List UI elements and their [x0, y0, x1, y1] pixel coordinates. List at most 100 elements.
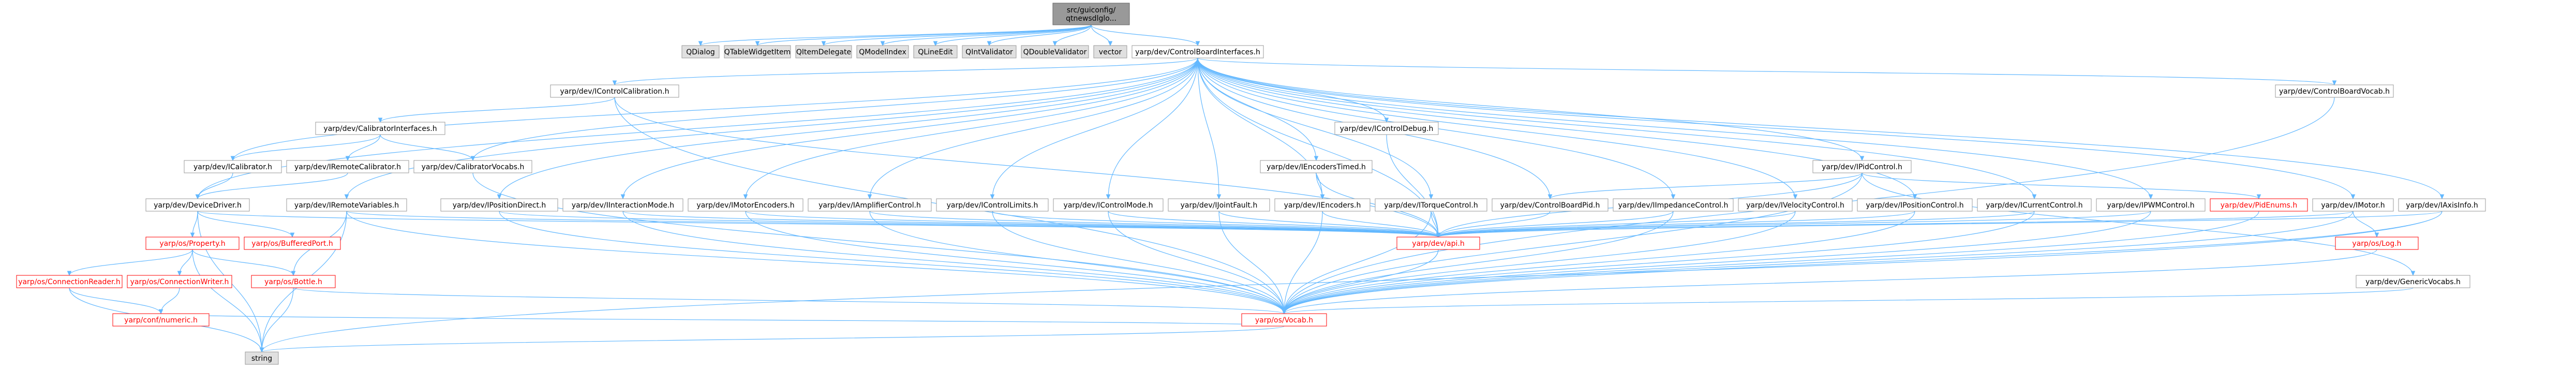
edge-cbpid-to-api [1438, 211, 1551, 237]
edge-ictrllimits-to-api [992, 211, 1438, 237]
node-cbi[interactable]: yarp/dev/ControlBoardInterfaces.h [1131, 45, 1264, 58]
edge-icurrent-to-api [1438, 211, 2035, 237]
edge-root-to-qitemdelegate [824, 24, 1092, 46]
node-box [2275, 84, 2394, 98]
node-vector[interactable]: vector [1093, 45, 1127, 58]
node-box [724, 45, 791, 58]
node-qmodelindex[interactable]: QModelIndex [856, 45, 909, 58]
node-log[interactable]: yarp/os/Log.h [2335, 237, 2419, 250]
node-ictrllimits[interactable]: yarp/dev/IControlLimits.h [936, 198, 1049, 212]
node-icaldebug[interactable]: yarp/dev/IControlDebug.h [1334, 122, 1439, 135]
node-ictrlmode[interactable]: yarp/dev/IControlMode.h [1053, 198, 1164, 212]
node-ijointfault[interactable]: yarp/dev/IJointFault.h [1168, 198, 1270, 212]
edge-cbi-to-itorque [1197, 57, 1431, 199]
node-label: yarp/dev/IInteractionMode.h [572, 201, 674, 210]
node-iposition[interactable]: yarp/dev/IPositionControl.h [1857, 198, 1973, 212]
edge-iimpedance-to-vocab [1284, 211, 1674, 314]
node-label: yarp/dev/IPositionControl.h [1866, 201, 1963, 210]
node-bufferedport[interactable]: yarp/os/BufferedPort.h [244, 237, 341, 250]
edge-icaldebug-to-api [1386, 134, 1438, 237]
node-ipwm[interactable]: yarp/dev/IPWMControl.h [2096, 198, 2206, 212]
node-label: yarp/dev/ControlBoardVocab.h [2279, 87, 2390, 96]
node-cbpid[interactable]: yarp/dev/ControlBoardPid.h [1492, 198, 1609, 212]
node-cbvocab[interactable]: yarp/dev/ControlBoardVocab.h [2275, 84, 2394, 98]
edge-property-to-bottle [192, 249, 293, 275]
node-iinteraction[interactable]: yarp/dev/IInteractionMode.h [562, 198, 683, 212]
node-label: yarp/dev/IControlMode.h [1064, 201, 1153, 210]
node-label: yarp/conf/numeric.h [124, 316, 198, 325]
node-itorque[interactable]: yarp/dev/ITorqueControl.h [1375, 198, 1487, 212]
node-label: yarp/dev/ControlBoardInterfaces.h [1135, 48, 1260, 56]
node-iencoders[interactable]: yarp/dev/IEncoders.h [1274, 198, 1371, 212]
node-icurrent[interactable]: yarp/dev/ICurrentControl.h [1977, 198, 2092, 212]
node-qitemdelegate[interactable]: QItemDelegate [795, 45, 852, 58]
edge-cbi-to-ccal [615, 57, 1198, 85]
node-imotor[interactable]: yarp/dev/IMotor.h [2312, 198, 2394, 212]
edge-bottle-to-vocab [293, 287, 1284, 314]
node-calvocabs[interactable]: yarp/dev/CalibratorVocabs.h [413, 160, 532, 173]
node-string[interactable]: string [245, 351, 279, 365]
edge-ipwm-to-api [1438, 211, 2151, 237]
node-genericvocabs[interactable]: yarp/dev/GenericVocabs.h [2356, 275, 2470, 288]
node-numeric[interactable]: yarp/conf/numeric.h [112, 313, 210, 327]
node-imotorenc[interactable]: yarp/dev/IMotorEncoders.h [688, 198, 803, 212]
node-qtablewidgetitem[interactable]: QTableWidgetItem [724, 45, 791, 58]
node-pidenums[interactable]: yarp/dev/PidEnums.h [2210, 198, 2308, 212]
node-box [1812, 160, 1912, 173]
node-iremotecal[interactable]: yarp/dev/IRemoteCalibrator.h [286, 160, 409, 173]
node-label: yarp/dev/IPWMControl.h [2107, 201, 2194, 210]
node-label: yarp/dev/PidEnums.h [2221, 201, 2297, 210]
node-property[interactable]: yarp/os/Property.h [145, 237, 240, 250]
node-ivelocity[interactable]: yarp/dev/IVelocityControl.h [1738, 198, 1853, 212]
node-qdoublevalidator[interactable]: QDoubleValidator [1021, 45, 1089, 58]
edge-property-to-connreader [69, 249, 193, 275]
node-box [1053, 198, 1164, 212]
node-iampctrl[interactable]: yarp/dev/IAmplifierControl.h [808, 198, 932, 212]
node-ccal[interactable]: yarp/dev/IControlCalibration.h [550, 84, 679, 98]
edge-cbi-to-icalibrator [233, 57, 1198, 160]
node-box [550, 84, 679, 98]
edge-property-to-connwriter [180, 249, 193, 275]
node-qlineedit[interactable]: QLineEdit [913, 45, 958, 58]
edge-iposdirect-to-api [499, 211, 1438, 237]
edge-iaxisinfo-to-vocab [1284, 211, 2443, 314]
edge-cbi-to-ictrlmode [1108, 57, 1198, 199]
node-box [1241, 313, 1327, 327]
node-box [315, 122, 445, 135]
node-iencodertimed[interactable]: yarp/dev/IEncodersTimed.h [1260, 160, 1373, 173]
node-box [112, 313, 210, 327]
node-qdialog[interactable]: QDialog [681, 45, 720, 58]
node-iremotevars[interactable]: yarp/dev/IRemoteVariables.h [286, 198, 407, 212]
node-label: QLineEdit [918, 48, 953, 56]
edge-imotorenc-to-vocab [745, 211, 1284, 314]
node-iaxisinfo[interactable]: yarp/dev/IAxisInfo.h [2398, 198, 2486, 212]
edge-cbi-to-ictrllimits [992, 57, 1198, 199]
edge-iposition-to-vocab [1284, 211, 1915, 314]
node-vocab[interactable]: yarp/os/Vocab.h [1241, 313, 1327, 327]
node-label: src/guiconfig/ [1067, 6, 1116, 14]
node-box [184, 160, 282, 173]
node-box [1274, 198, 1371, 212]
edge-iencoders-to-api [1322, 211, 1438, 237]
node-connwriter[interactable]: yarp/os/ConnectionWriter.h [127, 275, 232, 288]
node-label: yarp/dev/IRemoteCalibrator.h [294, 163, 401, 171]
node-icalibrator[interactable]: yarp/dev/ICalibrator.h [184, 160, 282, 173]
node-bottle[interactable]: yarp/os/Bottle.h [251, 275, 336, 288]
node-devicedriver[interactable]: yarp/dev/DeviceDriver.h [145, 198, 250, 212]
node-qintvalidator[interactable]: QIntValidator [962, 45, 1017, 58]
node-iposdirect[interactable]: yarp/dev/IPositionDirect.h [440, 198, 558, 212]
node-connreader[interactable]: yarp/os/ConnectionReader.h [16, 275, 123, 288]
node-label: QModelIndex [859, 48, 906, 56]
edge-property-to-string [192, 249, 262, 352]
node-calint[interactable]: yarp/dev/CalibratorInterfaces.h [315, 122, 445, 135]
node-iimpedance[interactable]: yarp/dev/IImpedanceControl.h [1613, 198, 1734, 212]
node-api[interactable]: yarp/dev/api.h [1396, 237, 1480, 250]
node-label: QItemDelegate [796, 48, 851, 56]
edge-log-to-vocab [1284, 249, 2377, 314]
edge-iinteraction-to-api [622, 211, 1438, 237]
node-ipidcontrol[interactable]: yarp/dev/IPidControl.h [1812, 160, 1912, 173]
edge-devicedriver-to-api [197, 211, 1438, 237]
node-label: yarp/os/Bottle.h [264, 278, 322, 286]
node-box [286, 198, 407, 212]
